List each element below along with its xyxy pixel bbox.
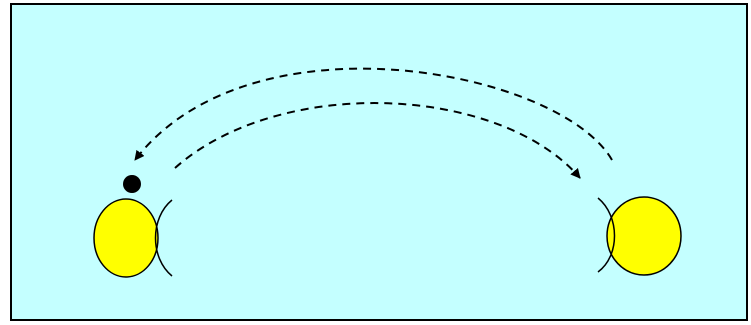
left-person-head [94,199,158,277]
right-person-head [607,197,681,275]
ball [123,175,141,193]
